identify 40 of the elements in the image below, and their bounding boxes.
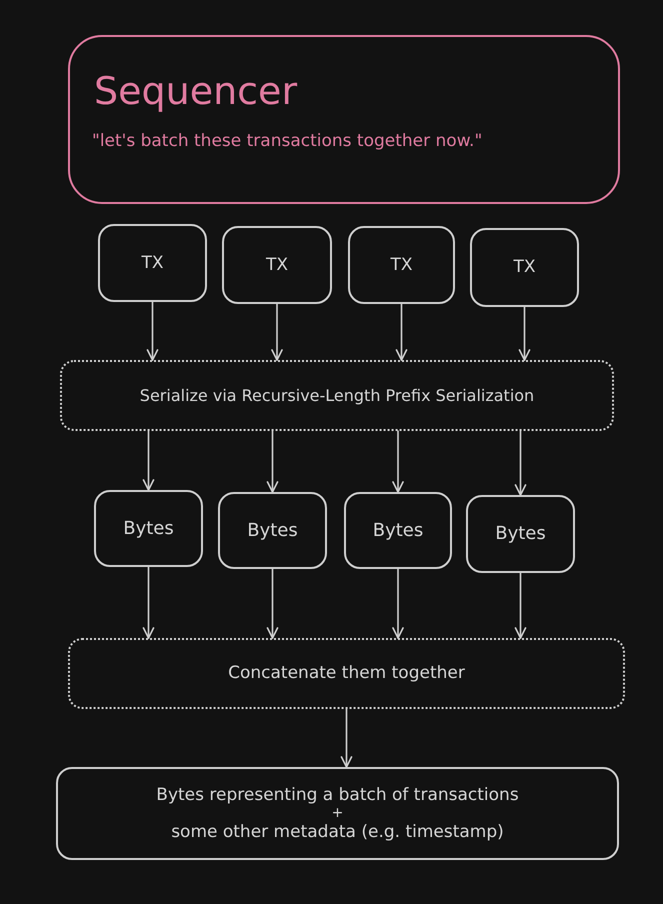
process-box bbox=[466, 495, 575, 573]
process-box bbox=[218, 492, 327, 569]
process-box bbox=[94, 490, 203, 567]
box-label: TX bbox=[266, 254, 288, 276]
arrow bbox=[340, 708, 352, 768]
process-box bbox=[222, 226, 332, 304]
process-box bbox=[344, 492, 452, 569]
process-box bbox=[348, 226, 455, 304]
process-box bbox=[98, 224, 207, 302]
quote-text: "let's batch these transactions together now." bbox=[92, 130, 482, 151]
box-label: Bytes bbox=[247, 520, 298, 542]
box-label: Bytes bbox=[372, 520, 424, 542]
box-label: some other metadata (e.g. timestamp) bbox=[171, 822, 504, 842]
arrow bbox=[392, 430, 404, 493]
dotted-process-box bbox=[68, 638, 625, 709]
arrow bbox=[142, 430, 154, 491]
sequencer-card bbox=[68, 35, 620, 204]
box-label: Bytes bbox=[495, 523, 546, 545]
process-box bbox=[56, 767, 619, 860]
box-label: + bbox=[332, 805, 344, 822]
arrow bbox=[392, 568, 404, 639]
arrow bbox=[514, 572, 526, 639]
box-label: Concatenate them together bbox=[228, 663, 465, 684]
arrow bbox=[518, 306, 530, 361]
box-label: TX bbox=[141, 252, 164, 274]
arrow bbox=[266, 568, 278, 639]
box-label: Bytes bbox=[123, 518, 174, 540]
arrow bbox=[266, 430, 278, 493]
arrow bbox=[514, 430, 526, 496]
box-label: TX bbox=[513, 257, 536, 278]
process-box bbox=[470, 228, 579, 307]
arrow bbox=[146, 301, 158, 361]
box-label: Serialize via Recursive-Length Prefix Serialization bbox=[140, 386, 534, 406]
box-heading: Sequencer bbox=[94, 69, 298, 115]
arrow bbox=[396, 303, 408, 361]
box-label: Bytes representing a batch of transactions bbox=[156, 784, 519, 806]
dotted-process-box bbox=[60, 360, 614, 431]
box-label: TX bbox=[390, 254, 413, 276]
arrow bbox=[142, 566, 154, 639]
arrow bbox=[271, 303, 283, 361]
